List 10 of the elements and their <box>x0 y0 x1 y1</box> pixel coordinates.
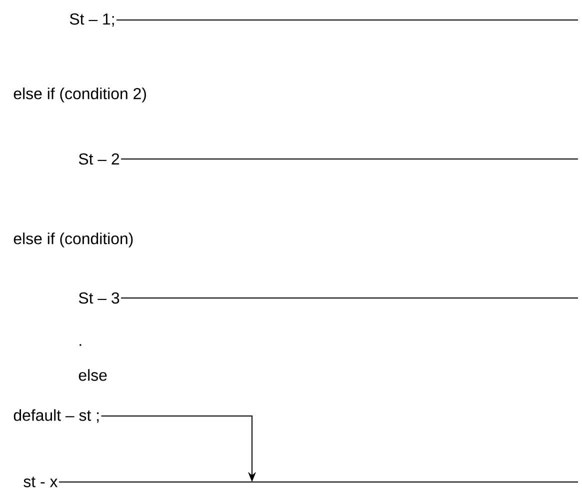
code-text: St – 3 <box>78 292 120 304</box>
code-text: St – 1; <box>70 13 114 27</box>
code-text: else if (condition) <box>14 232 133 248</box>
code-text: st - x <box>24 476 58 488</box>
code-text: else if (condition 2) <box>14 88 146 102</box>
code-text: . <box>80 344 82 346</box>
line <box>120 158 578 160</box>
code-text: default – st ; <box>14 409 99 423</box>
code-text: St – 2 <box>78 153 120 165</box>
code-text: else <box>78 369 107 381</box>
